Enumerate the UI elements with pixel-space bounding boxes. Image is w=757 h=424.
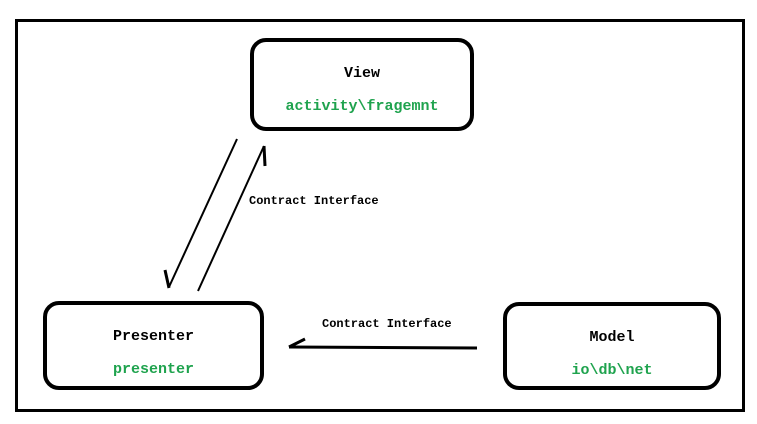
node-presenter: Presenter presenter	[43, 301, 264, 390]
node-model-subtitle: io\db\net	[571, 362, 653, 379]
edge-label-view-presenter: Contract Interface	[249, 194, 379, 208]
node-presenter-subtitle: presenter	[112, 361, 194, 378]
node-model: Model io\db\net	[503, 302, 721, 390]
outer-frame	[15, 19, 745, 412]
node-view-title: View	[343, 65, 380, 82]
node-view-subtitle: activity\fragemnt	[285, 98, 439, 115]
node-presenter-title: Presenter	[112, 328, 194, 345]
node-view: View activity\fragemnt	[250, 38, 474, 131]
edge-label-model-presenter: Contract Interface	[322, 317, 452, 331]
node-model-title: Model	[589, 329, 635, 346]
